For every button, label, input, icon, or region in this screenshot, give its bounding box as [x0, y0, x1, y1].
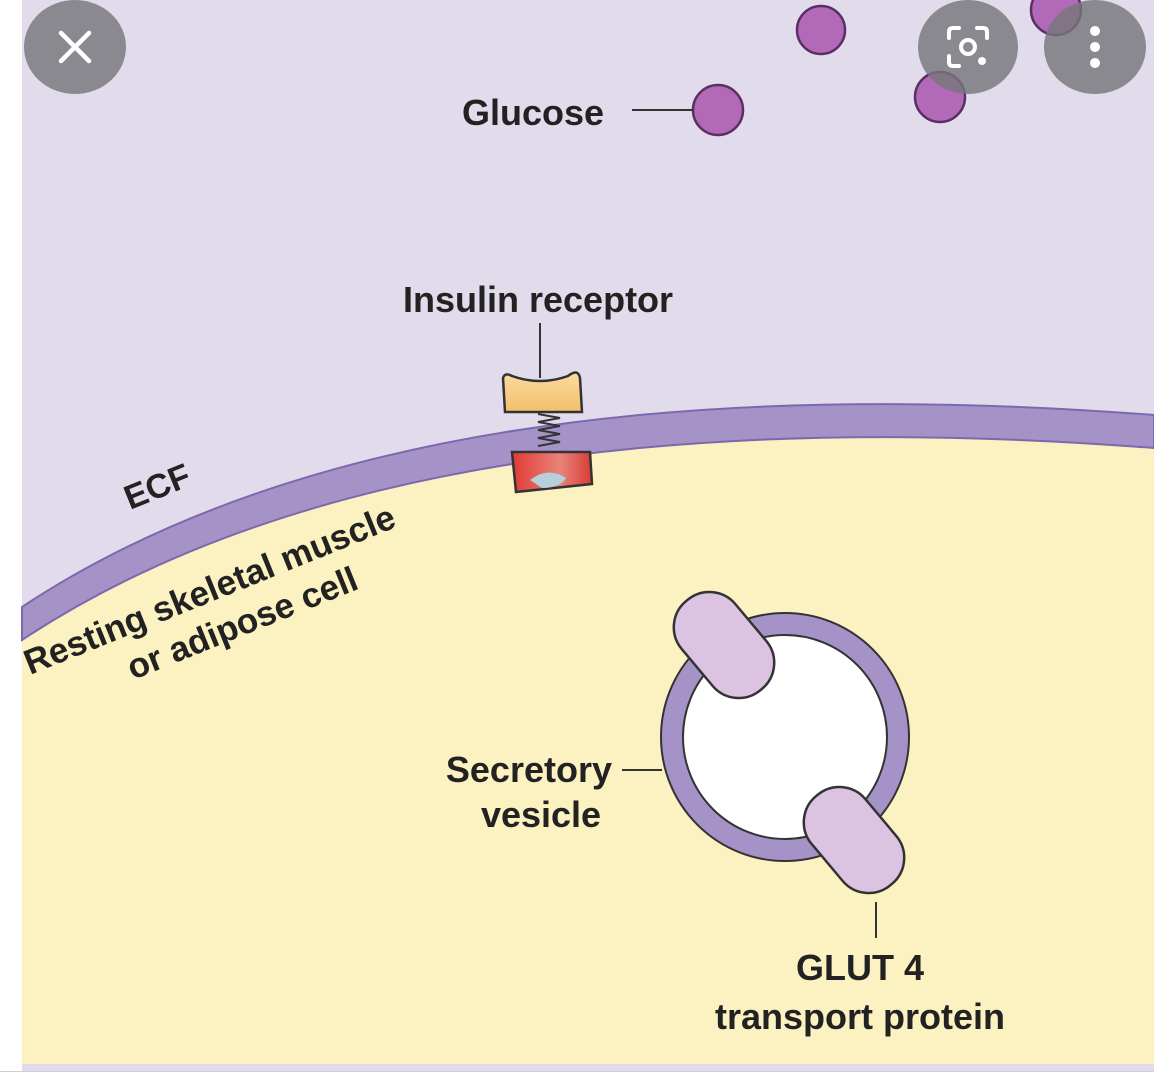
close-button[interactable]	[24, 0, 126, 94]
glucose-molecule-icon	[795, 4, 847, 56]
insulin-receptor-label: Insulin receptor	[403, 279, 673, 320]
receptor-binding-site-icon	[501, 371, 584, 414]
more-options-button[interactable]	[1044, 0, 1146, 94]
vesicle-label-line2: vesicle	[481, 794, 601, 835]
receptor-kinase-domain-icon	[510, 450, 594, 494]
cell-cytoplasm	[22, 437, 1154, 1064]
glut4-protein-icon	[802, 785, 906, 895]
glucose-label: Glucose	[462, 92, 604, 133]
glut4-protein-icon	[672, 590, 776, 700]
glut4-label-line2: transport protein	[715, 996, 1005, 1037]
more-vertical-icon	[1090, 26, 1100, 68]
insulin-receptor	[501, 323, 594, 494]
glucose-molecule-icon	[691, 83, 745, 137]
glut4-proteins	[672, 590, 906, 938]
image-search-icon	[947, 26, 989, 68]
bottom-divider	[0, 1071, 1154, 1072]
receptor-spring-icon	[537, 413, 561, 447]
image-search-button[interactable]	[918, 0, 1018, 94]
vesicle-label-line1: Secretory	[446, 749, 612, 790]
close-icon	[58, 30, 92, 64]
glut4-label-line1: GLUT 4	[796, 947, 924, 988]
